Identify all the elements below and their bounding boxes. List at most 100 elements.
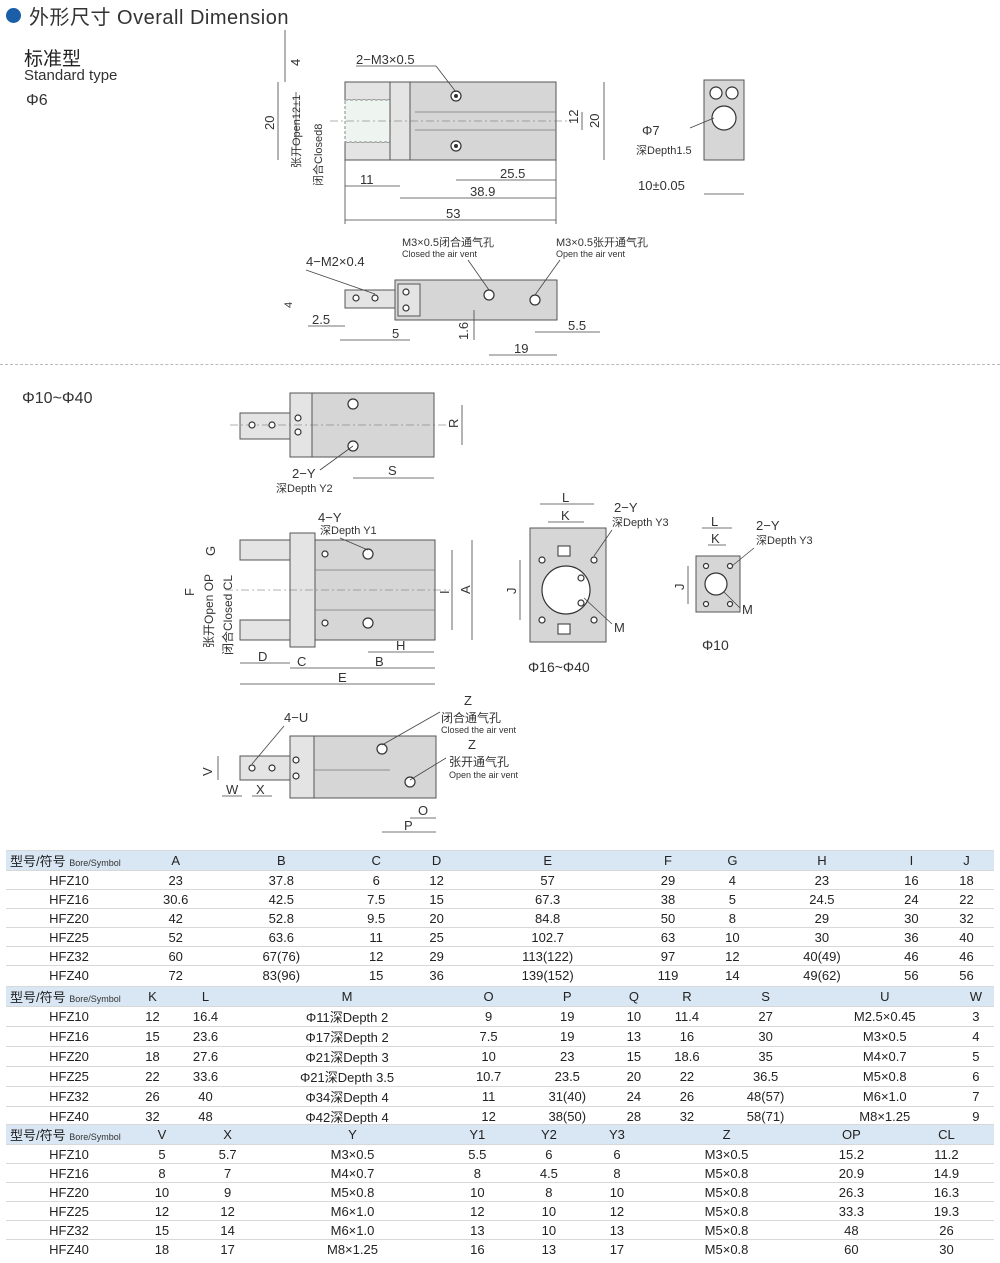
model-cell: HFZ40 xyxy=(6,965,132,984)
label-P: P xyxy=(404,818,413,833)
value-cell: 26.3 xyxy=(803,1182,899,1202)
value-cell: 7 xyxy=(957,1086,994,1107)
value-cell: 113(122) xyxy=(464,946,632,966)
label-5: 5 xyxy=(392,326,399,341)
value-cell: 83(96) xyxy=(219,965,344,984)
value-cell: 15 xyxy=(613,1046,655,1067)
label-depth15: 深Depth1.5 xyxy=(636,144,692,157)
label-2-Y3: 2−Y xyxy=(614,500,638,515)
label-K: K xyxy=(561,508,570,523)
value-cell: 9 xyxy=(957,1106,994,1126)
value-cell: 12 xyxy=(704,946,760,966)
spec-table-1: 型号/符号 Bore/Symbol A B C D E F G H I J HF… xyxy=(6,850,994,984)
label-11: 11 xyxy=(360,172,374,187)
phi10-end-view: L K 2−Y 深Depth Y3 J M Φ10 xyxy=(672,514,813,653)
col-header: U xyxy=(811,986,958,1007)
value-cell: 16.3 xyxy=(898,1182,994,1202)
model-cell: HFZ40 xyxy=(6,1239,132,1258)
col-header: Y1 xyxy=(441,1124,514,1145)
table-header-row: 型号/符号 Bore/Symbol A B C D E F G H I J xyxy=(6,850,994,871)
value-cell: 6 xyxy=(957,1066,994,1087)
col-header: J xyxy=(938,850,994,871)
value-cell: 60 xyxy=(132,946,220,966)
phi10-40-side-view: 4−U Z 闭合通气孔 Closed the air vent Z 张开通气孔 … xyxy=(200,693,519,833)
value-cell: 139(152) xyxy=(464,965,632,984)
label-L-10: L xyxy=(711,514,718,529)
label-V: V xyxy=(200,767,215,776)
value-cell: 10 xyxy=(613,1006,655,1027)
value-cell: 56 xyxy=(883,965,939,984)
value-cell: 26 xyxy=(654,1086,720,1107)
value-cell: 46 xyxy=(883,946,939,966)
value-cell: 35 xyxy=(719,1046,812,1067)
value-cell: 48 xyxy=(172,1106,239,1126)
value-cell: 12 xyxy=(441,1201,514,1221)
value-cell: M5×0.8 xyxy=(649,1220,804,1240)
value-cell: 20.9 xyxy=(803,1163,899,1183)
value-cell: 31(40) xyxy=(521,1086,614,1107)
value-cell: 7 xyxy=(191,1163,264,1183)
value-cell: 36 xyxy=(409,965,465,984)
value-cell: M5×0.8 xyxy=(811,1066,958,1087)
col-header: H xyxy=(759,850,884,871)
value-cell: 20 xyxy=(613,1066,655,1087)
value-cell: 52.8 xyxy=(219,908,344,928)
section-header: 外形尺寸 Overall Dimension xyxy=(6,2,289,29)
value-cell: 15 xyxy=(409,889,465,909)
col-header: A xyxy=(132,850,220,871)
col-header: CL xyxy=(898,1124,994,1145)
value-cell: 10.7 xyxy=(456,1066,522,1087)
value-cell: M8×1.25 xyxy=(811,1106,958,1126)
value-cell: 23 xyxy=(759,870,884,890)
label-F: F xyxy=(182,588,197,596)
value-cell: 10 xyxy=(456,1046,522,1067)
section-divider xyxy=(0,364,1000,365)
label-closed-vent2-en: Closed the air vent xyxy=(441,725,517,735)
value-cell: 10 xyxy=(513,1220,585,1240)
label-open12: 张开Open12±1 xyxy=(290,95,303,168)
value-cell: 8 xyxy=(441,1163,514,1183)
value-cell: 16 xyxy=(441,1239,514,1258)
label-25-5: 25.5 xyxy=(500,166,525,181)
label-L: L xyxy=(562,490,569,505)
model-cell: HFZ16 xyxy=(6,889,132,909)
value-cell: 46 xyxy=(938,946,994,966)
value-cell: 42.5 xyxy=(219,889,344,909)
value-cell: 60 xyxy=(803,1239,899,1258)
value-cell: 12 xyxy=(584,1201,650,1221)
label-Z-closed: Z xyxy=(464,693,472,708)
open-vent-icon xyxy=(529,294,541,306)
value-cell: 24 xyxy=(613,1086,655,1107)
label-depth-Y3-10: 深Depth Y3 xyxy=(756,534,813,547)
value-cell: 48(57) xyxy=(719,1086,812,1107)
label-phi16-40: Φ16~Φ40 xyxy=(528,659,590,675)
value-cell: 10 xyxy=(132,1182,192,1202)
value-cell: 4 xyxy=(704,870,760,890)
value-cell: Φ34深Depth 4 xyxy=(238,1086,457,1107)
value-cell: 29 xyxy=(409,946,465,966)
phi10-40-front-view: 4−Y 深Depth Y1 F G 张开Open OP 闭合Closed CL … xyxy=(182,510,473,685)
label-K-10: K xyxy=(711,531,720,546)
label-CL: 闭合Closed CL xyxy=(220,575,235,655)
col-header: K xyxy=(132,986,173,1007)
value-cell: Φ21深Depth 3 xyxy=(238,1046,457,1067)
phi6-label: Φ6 xyxy=(26,92,48,109)
label-J-10: J xyxy=(672,584,687,591)
value-cell: 4 xyxy=(957,1026,994,1047)
model-cell: HFZ25 xyxy=(6,927,132,947)
value-cell: 29 xyxy=(759,908,884,928)
value-cell: 5.7 xyxy=(191,1144,264,1164)
label-1-6: 1.6 xyxy=(456,322,471,340)
model-cell: HFZ32 xyxy=(6,1086,132,1107)
value-cell: Φ21深Depth 3.5 xyxy=(238,1066,457,1087)
label-X: X xyxy=(256,782,265,797)
label-2-5: 2.5 xyxy=(312,312,330,327)
value-cell: 33.6 xyxy=(172,1066,239,1087)
value-cell: 8 xyxy=(704,908,760,928)
label-open-vent2-cn: 张开通气孔 xyxy=(449,754,509,769)
label-38-9: 38.9 xyxy=(470,184,495,199)
